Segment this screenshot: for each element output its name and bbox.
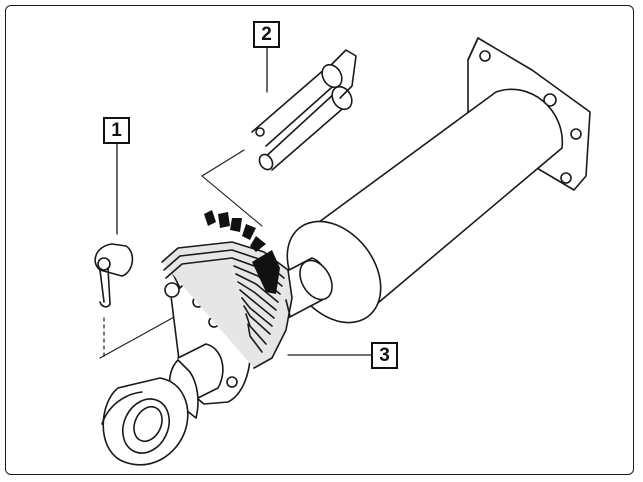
rod-eye-joint bbox=[101, 343, 224, 466]
spring-clip bbox=[94, 243, 134, 308]
callout-3: 3 bbox=[371, 342, 398, 369]
locking-pin bbox=[251, 49, 357, 171]
callout-2: 2 bbox=[253, 21, 280, 48]
leader-lines bbox=[116, 47, 372, 356]
callout-1: 1 bbox=[103, 117, 130, 144]
illustration-frame bbox=[5, 5, 634, 475]
rotation-arrow bbox=[204, 210, 280, 294]
